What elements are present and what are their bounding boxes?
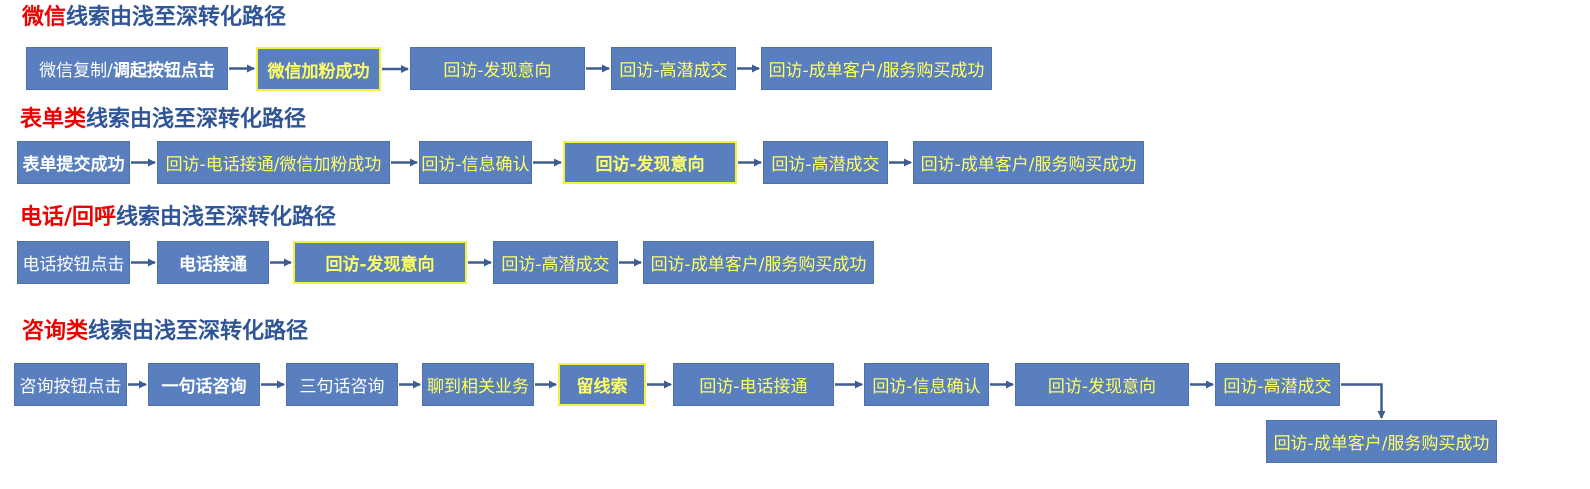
- flow-step-label: 回访-成单客户/服务购买成功: [650, 255, 867, 275]
- flow-step-box: 回访-成单客户/服务购买成功: [1266, 420, 1497, 463]
- flow-step-label: 聊到相关业务: [427, 377, 529, 397]
- flow-step-box: 三句话咨询: [286, 363, 398, 406]
- section-title-prefix: 电话/回呼: [20, 205, 117, 230]
- flow-step-box: 回访-高潜成交: [763, 141, 888, 184]
- flow-step-box: 回访-高潜成交: [493, 241, 618, 284]
- flow-step-label: 回访-信息确认: [421, 155, 530, 175]
- flow-step-label: 电话按钮点击: [22, 255, 125, 275]
- flow-step-label: 回访-高潜成交: [771, 155, 880, 175]
- flow-step-box: 留线索: [558, 363, 646, 406]
- flow-step-label: 回访-电话接通/微信加粉成功: [165, 155, 382, 175]
- section-title: 微信线索由浅至深转化路径: [22, 5, 286, 31]
- flow-step-label: 调起按钮点击: [112, 61, 215, 81]
- flow-step-box: 聊到相关业务: [422, 363, 534, 406]
- section-title-prefix: 咨询类: [22, 319, 89, 344]
- flow-step-label: 回访-成单客户/服务购买成功: [920, 155, 1137, 175]
- flow-step-box: 回访-成单客户/服务购买成功: [643, 241, 874, 284]
- flow-step-label: 微信复制/: [39, 61, 113, 81]
- flow-step-box: 回访-发现意向: [293, 241, 467, 284]
- flow-step-box: 回访-电话接通/微信加粉成功: [157, 141, 390, 184]
- flow-step-box: 回访-信息确认: [864, 363, 989, 406]
- flow-arrow: [1341, 383, 1386, 419]
- flow-step-label: 回访-信息确认: [872, 377, 981, 397]
- section-title: 表单类线索由浅至深转化路径: [20, 107, 306, 133]
- section-title-suffix: 线索由浅至深转化路径: [88, 319, 309, 344]
- flow-step-label: 表单提交成功: [22, 155, 125, 175]
- flow-step-label: 一句话咨询: [161, 377, 247, 397]
- flow-step-label: 回访-成单客户/服务购买成功: [768, 61, 985, 81]
- flow-step-label: 回访-发现意向: [595, 155, 705, 175]
- flow-step-box: 微信加粉成功: [256, 47, 381, 91]
- section-title-suffix: 线索由浅至深转化路径: [116, 205, 337, 230]
- flow-step-label: 回访-高潜成交: [1223, 377, 1332, 397]
- section-title-prefix: 表单类: [20, 107, 87, 132]
- flow-step-box: 回访-高潜成交: [611, 47, 736, 90]
- flow-step-box: 微信复制/调起按钮点击: [26, 47, 228, 90]
- flow-step-label: 回访-高潜成交: [619, 61, 728, 81]
- flow-step-box: 回访-电话接通: [673, 363, 834, 406]
- flow-step-label: 微信加粉成功: [267, 61, 370, 82]
- flow-step-label: 三句话咨询: [299, 377, 385, 397]
- flow-step-box: 回访-信息确认: [419, 141, 532, 184]
- flow-step-label: 回访-发现意向: [325, 255, 435, 275]
- flow-step-box: 表单提交成功: [17, 141, 130, 184]
- section-title: 咨询类线索由浅至深转化路径: [22, 319, 308, 345]
- flow-step-label: 回访-发现意向: [443, 61, 552, 81]
- flow-step-label: 电话接通: [179, 255, 247, 275]
- flow-step-box: 咨询按钮点击: [14, 363, 127, 406]
- flow-step-box: 回访-发现意向: [410, 47, 585, 90]
- section-title: 电话/回呼线索由浅至深转化路径: [20, 205, 336, 231]
- flow-step-box: 电话接通: [157, 241, 269, 284]
- section-title-suffix: 线索由浅至深转化路径: [66, 5, 287, 30]
- flow-step-box: 回访-成单客户/服务购买成功: [761, 47, 992, 90]
- flow-step-box: 一句话咨询: [148, 363, 260, 406]
- flow-step-label: 留线索: [576, 377, 628, 397]
- flow-step-label: 回访-高潜成交: [501, 255, 610, 275]
- flow-step-label: 回访-成单客户/服务购买成功: [1273, 434, 1490, 454]
- flow-step-box: 回访-发现意向: [1015, 363, 1189, 406]
- section-title-suffix: 线索由浅至深转化路径: [86, 107, 307, 132]
- flow-step-box: 回访-成单客户/服务购买成功: [913, 141, 1144, 184]
- flow-step-box: 回访-高潜成交: [1215, 363, 1340, 406]
- flow-step-label: 回访-发现意向: [1047, 377, 1157, 397]
- flow-step-box: 回访-发现意向: [563, 141, 737, 184]
- flow-step-label: 咨询按钮点击: [19, 377, 122, 397]
- section-title-prefix: 微信: [22, 5, 67, 30]
- flow-step-box: 电话按钮点击: [17, 241, 130, 284]
- flow-step-label: 回访-电话接通: [699, 377, 808, 397]
